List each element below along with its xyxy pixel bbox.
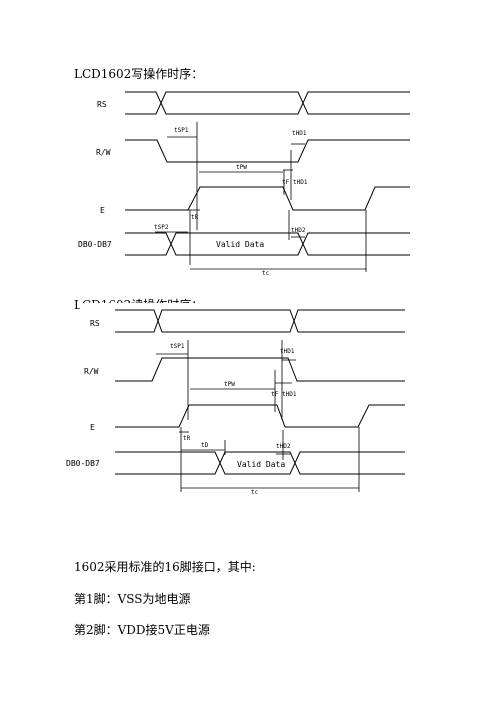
pin1-text: 第1脚：VSS为地电源 [74,592,191,606]
read-tc: tc [251,489,259,496]
interface-intro: 1602采用标准的16脚接口，其中: [74,560,256,574]
read-label-rw: R/W [84,367,99,376]
write-tsp2: tSP2 [154,224,169,231]
read-tpw: tPW [224,381,235,388]
read-tsp1: tSP1 [170,343,185,350]
read-tr: tR [183,435,191,442]
write-timing-title: LCD1602写操作时序： [74,67,204,81]
write-label-rs: RS [97,100,107,109]
write-tpw: tPW [236,164,247,171]
read-thd1-e: tHD1 [282,391,297,398]
write-rw-waveform [125,139,410,163]
write-valid-data: Valid Data [216,240,264,249]
write-rs-waveform [125,91,410,115]
read-rw-waveform [115,357,405,382]
write-thd2: tHD2 [291,227,306,234]
read-label-e: E [90,423,95,432]
write-label-db: DB0-DB7 [78,240,112,249]
read-label-rs: RS [90,319,100,328]
write-tr: tR [191,214,199,221]
read-db-waveform [115,451,405,475]
write-tsp1: tSP1 [174,127,189,134]
write-e-waveform [125,186,410,211]
read-thd1: tHD1 [280,348,295,355]
pin2-text: 第2脚：VDD接5V正电源 [74,623,210,637]
read-valid-data: Valid Data [237,460,285,469]
write-thd1: tHD1 [292,130,307,137]
read-label-db: DB0-DB7 [66,459,100,468]
write-db-waveform [125,232,410,256]
write-tf: tF [282,179,290,186]
write-label-rw: R/W [96,148,111,157]
write-thd1-e: tHD1 [293,179,308,186]
read-td: tD [201,442,209,449]
read-tf: tF [271,391,279,398]
write-tc: tc [262,270,270,277]
read-thd2: tHD2 [276,443,291,450]
read-rs-waveform [115,309,405,333]
write-label-e: E [100,206,105,215]
read-e-waveform [115,404,405,428]
